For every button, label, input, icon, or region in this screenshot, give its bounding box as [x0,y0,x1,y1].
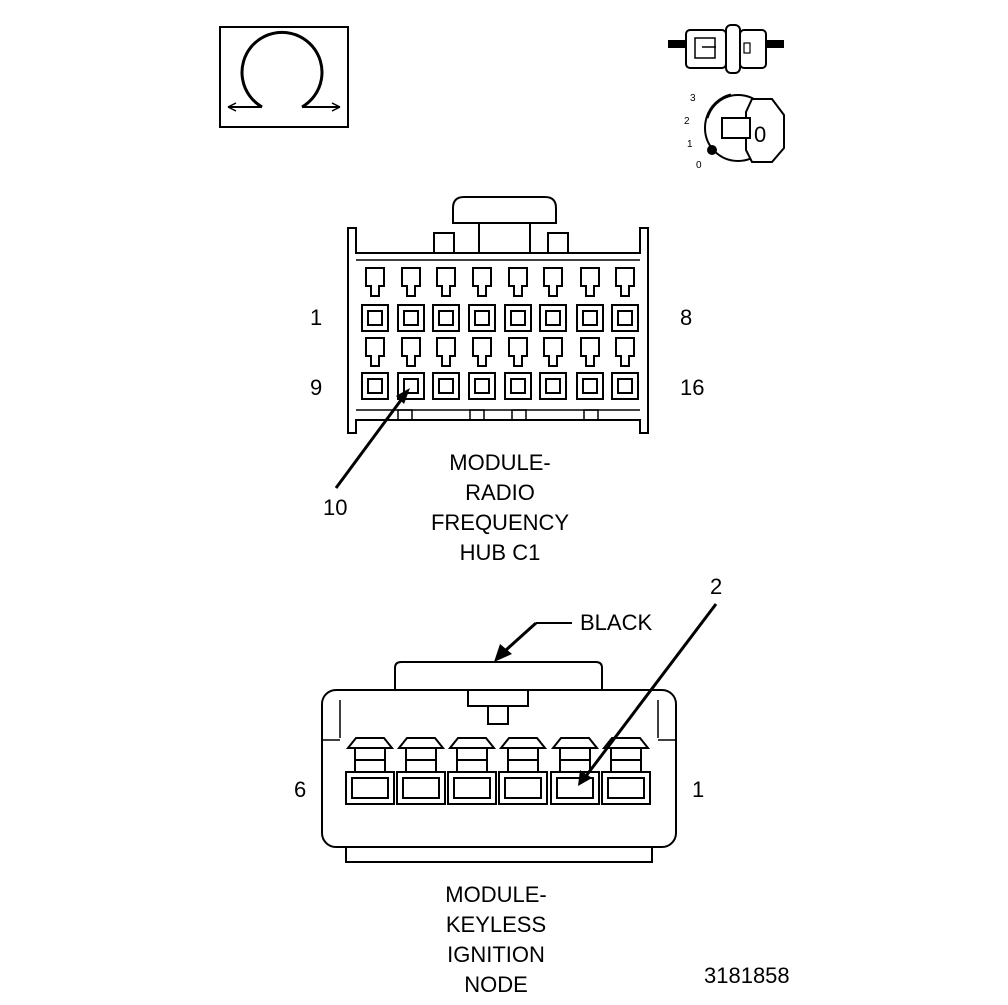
rf-hub-cavity [539,267,567,332]
rf-hub-title-line-2: RADIO [465,480,535,505]
kin-cavity [396,737,446,805]
rf-hub-pin-label-8: 8 [680,305,693,330]
key-position-2: 2 [684,116,690,127]
color-callout-leader [494,621,572,662]
key-label: 0 [754,122,766,147]
kin-title-line-1: MODULE- [445,882,547,907]
connector-face-view-icon [219,26,349,128]
kin-title-line-3: IGNITION [447,942,545,967]
kin-pin-label-6: 6 [294,777,307,802]
kin-title: MODULE- KEYLESS IGNITION NODE [396,880,596,1000]
rf-hub-callout-leader [334,388,410,489]
rf-hub-cavity [504,337,532,400]
rf-hub-cavity [611,337,639,400]
kin-callout-label: 2 [710,574,723,599]
key-position-3: 3 [690,93,696,104]
rf-hub-cavity [397,337,425,400]
kin-title-line-4: NODE [464,972,528,997]
kin-cavity [447,737,497,805]
ignition-key-icon: 0 3 2 1 0 [684,93,785,171]
rf-hub-connector [347,196,649,434]
rf-hub-title-line-3: FREQUENCY [430,510,570,535]
rf-hub-cavity [576,337,604,400]
kin-connector [321,661,677,863]
rf-hub-cavity [468,267,496,332]
rf-hub-callout-label: 10 [323,495,348,520]
rf-hub-cavity [361,337,389,400]
kin-callout-leader [578,603,718,786]
rf-hub-pin-label-9: 9 [310,375,323,400]
rf-hub-cavity [432,267,460,332]
rf-hub-title-line-1: MODULE- [449,450,551,475]
rf-hub-title-line-4: HUB C1 [459,540,541,565]
key-position-0: 0 [696,160,702,171]
drawing-number: 3181858 [704,963,790,988]
rf-hub-pin-label-1: 1 [310,305,323,330]
kin-cavity [601,737,651,805]
mated-connector-icon [668,24,784,74]
kin-pin-label-1: 1 [692,777,705,802]
kin-color-label: BLACK [580,610,653,635]
kin-title-line-2: KEYLESS [445,912,547,937]
kin-cavity [550,737,600,805]
rf-hub-cavity [361,267,389,332]
rf-hub-pin-label-16: 16 [680,375,705,400]
rf-hub-pin-cavities [361,267,639,400]
rf-hub-cavity [468,337,496,400]
kin-cavity [498,737,548,805]
rf-hub-cavity [611,267,639,332]
kin-cavity [345,737,395,805]
rf-hub-cavity [539,337,567,400]
rf-hub-cavity [504,267,532,332]
rf-hub-cavity [576,267,604,332]
rf-hub-cavity [397,267,425,332]
key-position-1: 1 [687,139,693,150]
rf-hub-title: MODULE- RADIO FREQUENCY HUB C1 [400,448,600,568]
rf-hub-cavity [432,337,460,400]
kin-pin-cavities [345,737,651,805]
